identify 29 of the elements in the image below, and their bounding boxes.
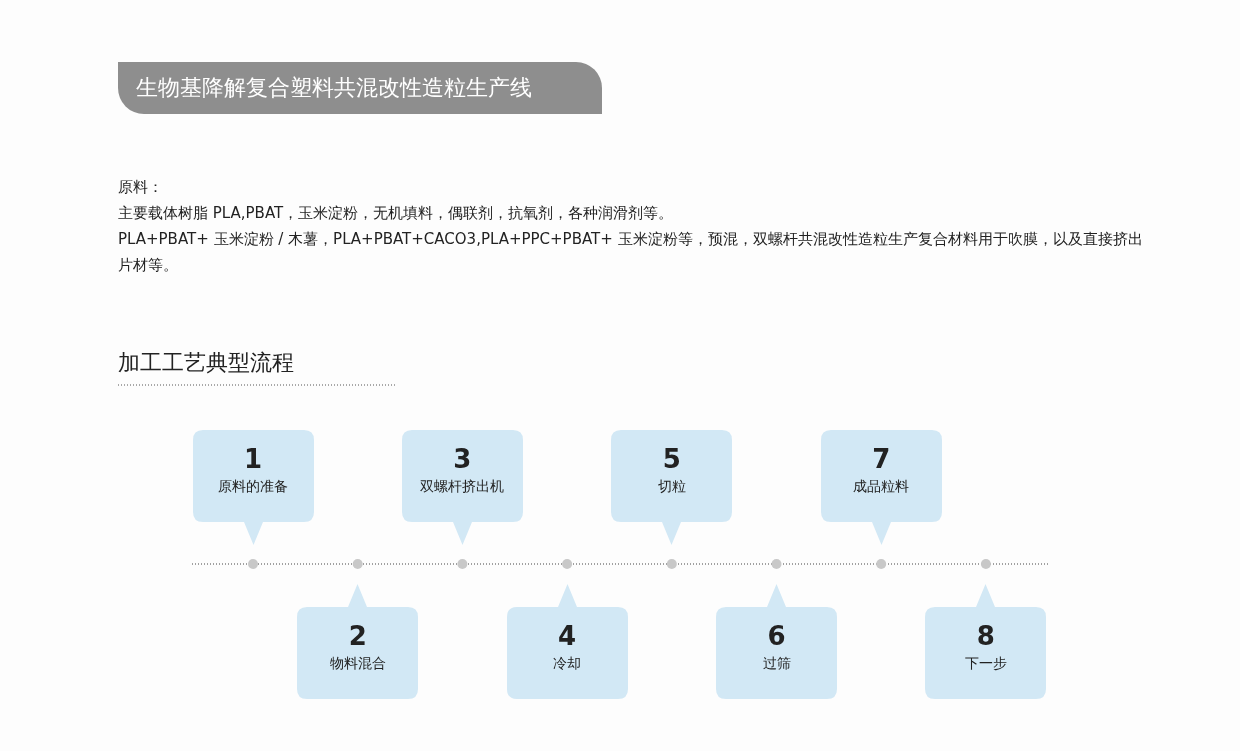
step-number: 5 bbox=[661, 444, 682, 474]
callout-bubble bbox=[820, 430, 942, 545]
step-label: 切粒 bbox=[656, 478, 687, 496]
step-number: 1 bbox=[242, 444, 264, 474]
step-number: 3 bbox=[452, 444, 473, 474]
step-label: 成品粒料 bbox=[852, 478, 911, 496]
step-label: 过筛 bbox=[761, 655, 792, 673]
callout-bubble bbox=[716, 584, 837, 699]
callout-bubble bbox=[297, 584, 419, 699]
body-text: 主要载体树脂 PLA,PBAT，玉米淀粉，无机填料，偶联剂，抗氧剂，各种润滑剂等。 bbox=[118, 203, 674, 224]
callout-bubble bbox=[401, 430, 523, 545]
body-text: PLA+PBAT+ 玉米淀粉 / 木薯，PLA+PBAT+CACO3,PLA+PPC+PBAT+ 玉米淀粉等，预混，双螺杆共混改性造粒生产复合材料用于吹膜，以及直接挤出片材等。 bbox=[118, 229, 1144, 276]
callout-bubble bbox=[611, 430, 733, 545]
step-number: 6 bbox=[766, 621, 787, 651]
step-label: 原料的准备 bbox=[217, 478, 289, 496]
title-banner: 生物基降解复合塑料共混改性造粒生产线 bbox=[118, 62, 602, 114]
step-label: 双螺杆挤出机 bbox=[419, 478, 506, 496]
body-text: 原料： bbox=[118, 177, 163, 198]
callout-bubble bbox=[192, 430, 314, 545]
step-label: 物料混合 bbox=[328, 655, 387, 673]
callout-bubble bbox=[925, 584, 1047, 699]
section-heading: 加工工艺典型流程 bbox=[118, 349, 294, 377]
step-number: 7 bbox=[871, 444, 892, 474]
callout-bubble bbox=[506, 584, 628, 699]
step-label: 冷却 bbox=[552, 655, 583, 673]
step-number: 4 bbox=[557, 621, 578, 651]
step-label: 下一步 bbox=[963, 655, 1008, 673]
step-number: 2 bbox=[347, 621, 368, 651]
step-number: 8 bbox=[975, 621, 996, 651]
